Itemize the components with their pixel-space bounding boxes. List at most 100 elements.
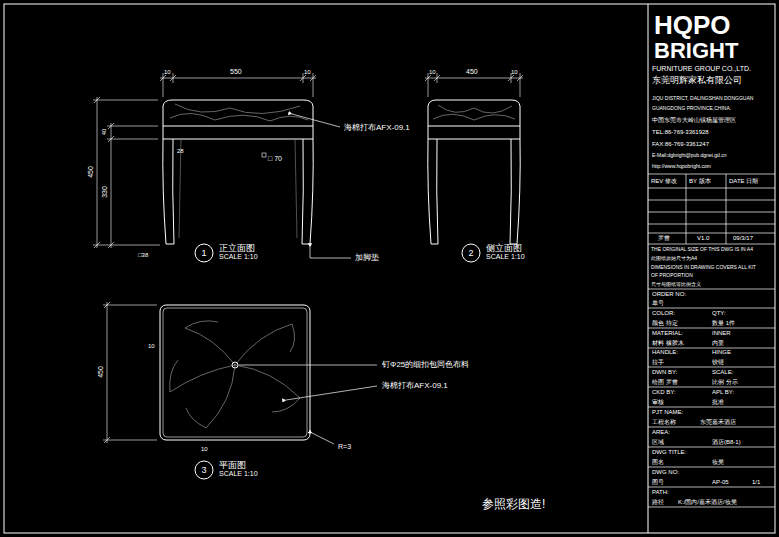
field-name: PATH: xyxy=(652,489,669,495)
field-name: INNER xyxy=(712,330,731,336)
table-cell: V1.0 xyxy=(697,235,709,241)
view-number: 2 xyxy=(461,243,481,263)
field-name: CKD BY: xyxy=(652,389,676,395)
callout: 钉Φ25的细扣包同色布料 xyxy=(382,361,469,369)
field-name: HANDLE: xyxy=(652,349,678,355)
field-name: 图号 xyxy=(652,479,664,485)
field-value: 颜色 待定 xyxy=(652,320,678,326)
table-header: REV 修改 xyxy=(651,178,677,184)
view-number: 1 xyxy=(194,243,214,263)
field-value: 绘图 罗曾 xyxy=(652,379,678,385)
field-value: 内里 xyxy=(712,340,724,346)
field-value: 数量 1件 xyxy=(712,320,735,326)
dimension: 10 xyxy=(511,69,518,75)
view-title: 平面图 xyxy=(219,460,258,470)
table-header: DATE 日期 xyxy=(729,178,758,184)
front-elevation xyxy=(163,100,313,244)
field-name: 图名 xyxy=(652,459,664,465)
field-name: DWG TITLE: xyxy=(652,449,686,455)
field-name: 路径 xyxy=(652,499,664,505)
field-value: 铰链 xyxy=(712,359,724,365)
dimension-lines xyxy=(425,73,523,97)
note: 此图纸原始尺寸为A4 xyxy=(651,256,697,261)
dimension: 10 xyxy=(304,69,311,75)
field-value: AP-05 xyxy=(712,479,729,485)
company-name: 东莞明辉家私有限公司 xyxy=(652,76,742,85)
dimension: 28 xyxy=(177,148,184,154)
callout: 海棉打布AFX-09.1 xyxy=(344,124,410,132)
view-number: 3 xyxy=(194,460,214,480)
dimension: 450 xyxy=(97,366,104,378)
leader-lines xyxy=(239,365,377,444)
side-elevation xyxy=(428,100,520,244)
field-name: APL BY: xyxy=(712,389,734,395)
dimension: 550 xyxy=(230,68,242,75)
note: THE ORIGINAL SIZE OF THIS DWG IS IN A4 xyxy=(651,247,753,252)
view-title: 正立面图 xyxy=(219,243,258,253)
note: 尺寸与图纸等比例含义 xyxy=(651,282,701,287)
leader-lines xyxy=(292,114,351,258)
dimension: 450 xyxy=(87,166,94,178)
field-name: 工程名称 xyxy=(652,419,676,425)
field-name: 单号 xyxy=(652,300,664,306)
contact: FAX:86-769-3361247 xyxy=(652,141,709,147)
view-scale: SCALE 1:10 xyxy=(219,470,258,478)
dimension: 450 xyxy=(466,68,478,75)
logo: BRIGHT xyxy=(654,40,738,62)
field-value: 比例 分示 xyxy=(712,379,738,385)
dimension: 10 xyxy=(201,446,208,452)
note: 参照彩图造! xyxy=(482,498,545,510)
dimension-lines xyxy=(103,302,157,443)
plan-view xyxy=(160,305,310,440)
table-header: BY 版本 xyxy=(689,178,711,184)
address: GUANGDONG PROVINCE,CHINA. xyxy=(652,106,731,111)
address: 中国东莞市大岭山镇杨屋管理区 xyxy=(652,117,736,123)
field-name: COLOR: xyxy=(652,310,675,316)
view-marker: 1 正立面图SCALE 1:10 xyxy=(194,243,262,265)
contact: E-Mail:dgbright@pub.dgnet.gd.cn xyxy=(652,153,727,158)
field-value: 批准 xyxy=(712,399,724,405)
field-value: 材料 橡胶木 xyxy=(652,340,684,346)
field-name: QTY: xyxy=(712,310,726,316)
callout: 加脚垫 xyxy=(355,254,379,262)
view-scale: SCALE 1:10 xyxy=(219,253,258,261)
callout: 海棉打布AFX-09.1 xyxy=(382,382,448,390)
frame xyxy=(4,4,775,533)
view-title: 侧立面图 xyxy=(486,243,525,253)
field-name: HINGE xyxy=(712,349,731,355)
title-block-grid xyxy=(648,174,775,507)
field-value: 酒店(B8-1) xyxy=(712,439,741,445)
field-name: PJT NAME: xyxy=(652,409,683,415)
contact: TEL:86-769-3361928 xyxy=(652,129,709,135)
dimension: □ 70 xyxy=(268,155,282,162)
field-value: 审核 xyxy=(652,399,664,405)
field-name: ORDER NO: xyxy=(652,291,686,297)
view-scale: SCALE 1:10 xyxy=(486,253,525,261)
dimension: 10 xyxy=(429,69,436,75)
logo: HQPO xyxy=(654,12,731,38)
address: JIQU DISTRICT, DALINGSHAN DONGGUAN xyxy=(652,96,753,101)
field-name: DWN BY: xyxy=(652,369,677,375)
field-name: MATERIAL: xyxy=(652,330,683,336)
dimension: 10 xyxy=(148,343,155,349)
callout: R=3 xyxy=(338,443,351,450)
view-marker: 2 侧立面图SCALE 1:10 xyxy=(461,243,529,265)
field-value: 妆凳 xyxy=(712,459,724,465)
field-name: DWG NO: xyxy=(652,469,679,475)
contact: http://www.hqpobright.com xyxy=(652,164,711,169)
dimension: 10 xyxy=(164,69,171,75)
field-value: 拉手 xyxy=(652,359,664,365)
field-value: K:/国内/嘉禾酒店/妆凳 xyxy=(678,499,737,505)
dimension: 40 xyxy=(101,129,107,136)
company-name: FURNITURE GROUP CO.,LTD. xyxy=(652,65,751,72)
dimension-lines xyxy=(93,73,316,248)
note: DIMENSIONS IN DRAWING COVERS ALL KIT xyxy=(651,265,756,270)
table-cell: 09/3/17 xyxy=(733,235,753,241)
note: OF PROPORTION xyxy=(651,273,693,278)
field-name: SCALE: xyxy=(712,369,733,375)
field-name: 区域 xyxy=(652,439,664,445)
view-marker: 3 平面图SCALE 1:10 xyxy=(194,460,262,482)
field-name: AREA: xyxy=(652,429,670,435)
field-value: 1/1 xyxy=(752,479,760,485)
field-value: 东莞嘉禾酒店 xyxy=(700,419,736,425)
